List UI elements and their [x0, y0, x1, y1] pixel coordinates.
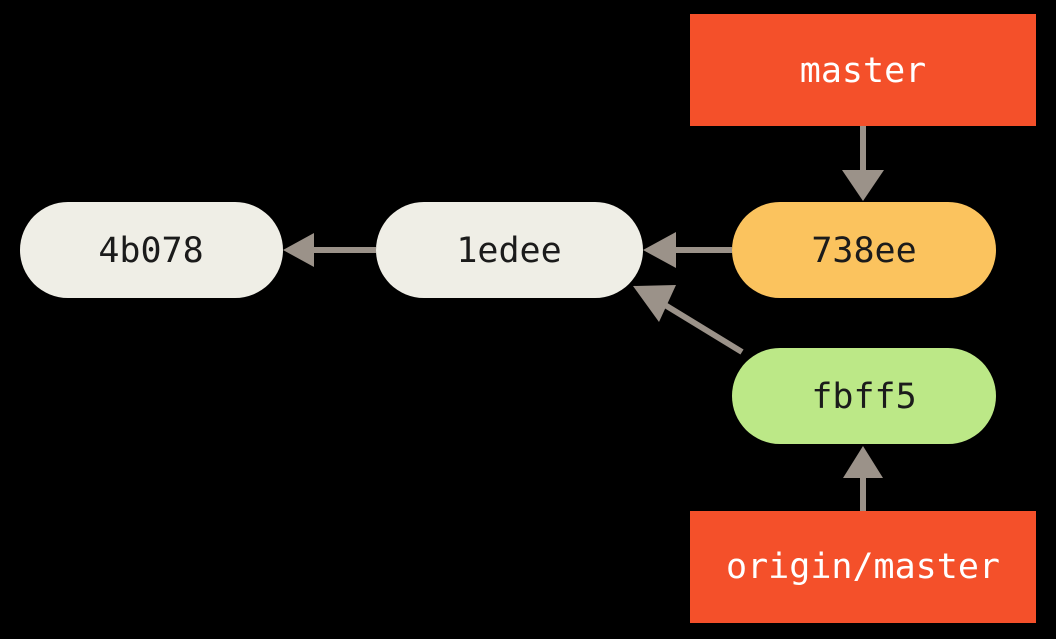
- ref-origin-master-label: origin/master: [726, 547, 1000, 587]
- commit-4b078-box[interactable]: [20, 202, 283, 298]
- ref-master-label: master: [800, 51, 926, 91]
- commit-738ee-box[interactable]: [732, 202, 996, 298]
- commit-fbff5-label: fbff5: [811, 377, 916, 417]
- edge-738ee-to-1edee: [643, 232, 732, 268]
- edge-master-to-738ee: [842, 126, 884, 201]
- arrowhead-left-icon: [283, 233, 314, 267]
- commit-738ee-label: 738ee: [811, 231, 916, 271]
- ref-origin-master-box[interactable]: [690, 511, 1036, 623]
- node-ref-master[interactable]: master: [690, 14, 1036, 126]
- commit-1edee-label: 1edee: [456, 231, 561, 271]
- commit-fbff5-box[interactable]: [732, 348, 996, 444]
- edge-fbff5-to-1edee: [633, 285, 744, 355]
- node-ref-origin-master[interactable]: origin/master: [690, 511, 1036, 623]
- node-layer: master 4b078 1edee 738ee fbff5: [20, 14, 1036, 623]
- arrowhead-down-icon: [842, 170, 884, 201]
- node-commit-738ee[interactable]: 738ee: [732, 202, 996, 298]
- arrowhead-up-icon: [843, 446, 883, 478]
- ref-master-box[interactable]: [690, 14, 1036, 126]
- arrowhead-left-icon: [643, 232, 676, 268]
- commit-1edee-box[interactable]: [376, 202, 643, 298]
- edge-1edee-to-4b078: [283, 233, 376, 267]
- commit-4b078-label: 4b078: [98, 231, 203, 271]
- edge-origin-master-to-fbff5: [843, 446, 883, 511]
- node-commit-fbff5[interactable]: fbff5: [732, 348, 996, 444]
- edge-layer: [283, 126, 884, 511]
- node-commit-4b078[interactable]: 4b078: [20, 202, 283, 298]
- arrowhead-upleft-icon: [633, 285, 676, 322]
- edge-line: [663, 302, 744, 355]
- node-commit-1edee[interactable]: 1edee: [376, 202, 643, 298]
